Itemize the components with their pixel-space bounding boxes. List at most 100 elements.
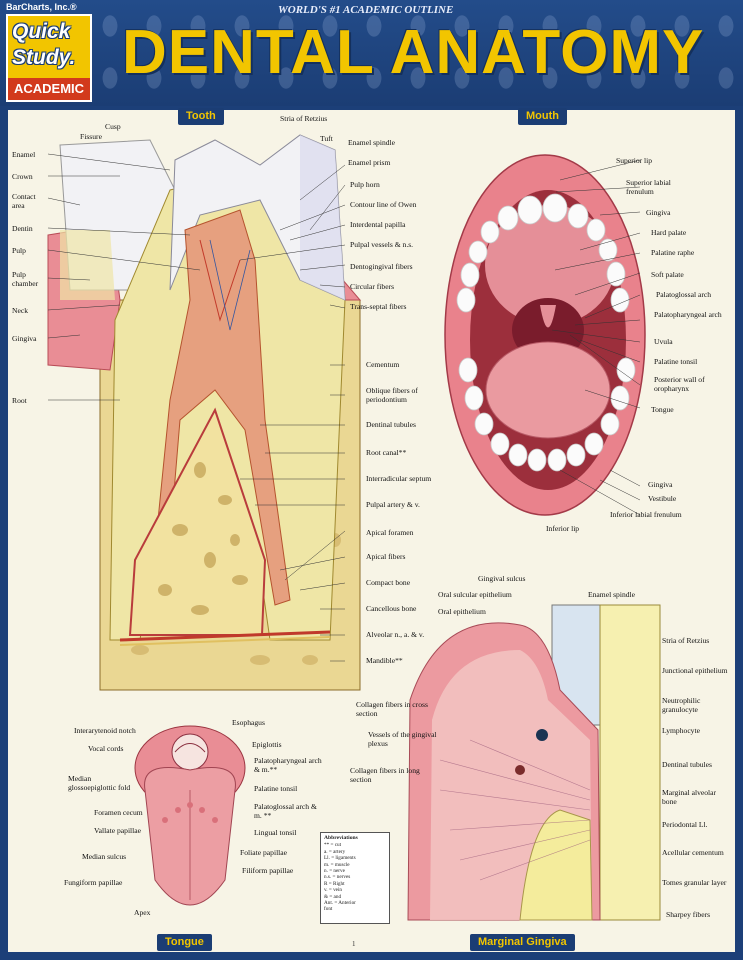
- abbreviation-line: ** = cut: [324, 842, 342, 849]
- dentin-block: [599, 604, 661, 921]
- abbreviation-line: n. = nerve: [324, 868, 345, 875]
- tooth-label-20: Cancellous bone: [366, 604, 417, 613]
- leader-lines: [47, 153, 641, 662]
- tongue-left-label-4: Vallate papillae: [94, 826, 142, 835]
- tongue-left-label-0: Interarytenoid notch: [74, 726, 136, 735]
- quickstudy-logo: Quick Study. ACADEMIC: [6, 14, 92, 102]
- tooth-label-4: Pulp horn: [350, 180, 380, 189]
- mouth-label-14: Inferior labial frenulum: [610, 510, 682, 519]
- abbreviation-line: v. = vein: [324, 887, 343, 894]
- tooth-pattern-background: [0, 0, 743, 106]
- label-cusp: Cusp: [105, 122, 121, 131]
- gingiva-right-label-5: Marginal alveolar bone: [662, 788, 717, 806]
- page-title: DENTAL ANATOMY: [122, 18, 705, 87]
- gingiva-right-label-4: Dentinal tubules: [662, 760, 712, 769]
- tooth-label-15: Interradicular septum: [366, 474, 432, 483]
- label-contact-area: Contact area: [12, 192, 36, 210]
- logo-academic: ACADEMIC: [8, 78, 90, 100]
- alveolar-nerve: [119, 630, 331, 642]
- tooth-label-13: Dentinal tubules: [366, 420, 416, 429]
- tongue-left-label-1: Vocal cords: [88, 744, 124, 753]
- abbreviations-title: Abbreviations: [324, 835, 358, 841]
- tooth-label-14: Root canal**: [366, 448, 407, 457]
- tooth-label-2: Enamel spindle: [348, 138, 396, 147]
- tooth-illustration: [47, 134, 362, 691]
- tab-mouth: Mouth: [518, 108, 567, 125]
- mouth-label-10: Posterior wall of oropharynx: [654, 375, 705, 393]
- tooth-label-3: Enamel prism: [348, 158, 391, 167]
- abbreviation-line: R = Right: [324, 880, 345, 887]
- tooth-label-22: Mandible**: [366, 656, 403, 665]
- header-banner: BarCharts, Inc.® Quick Study. ACADEMIC W…: [0, 0, 743, 106]
- label-dentin: Dentin: [12, 224, 33, 233]
- gingiva-right-label-0: Stria of Retzius: [662, 636, 710, 645]
- tooth-label-6: Interdental papilla: [350, 220, 406, 229]
- gingiva-right-label-8: Tomes granular layer: [662, 878, 727, 887]
- logo-quick: Quick: [12, 20, 71, 43]
- abbreviation-line: Ant. = Anterior: [324, 900, 356, 907]
- tooth-label-21: Alveolar n., a. & v.: [366, 630, 425, 639]
- label-fissure: Fissure: [80, 132, 102, 141]
- label-gingiva: Gingiva: [12, 334, 37, 343]
- tongue-right-label-4: Palatoglossal arch & m. **: [254, 802, 317, 820]
- tooth-label-10: Trans-septal fibers: [350, 302, 407, 311]
- tooth-label-18: Apical fibers: [366, 552, 406, 561]
- tooth-label-5: Contour line of Owen: [350, 200, 417, 209]
- tooth-label-12: Oblique fibers of periodontium: [366, 386, 418, 404]
- gingiva-left-label-1: Vessels of the gingival plexus: [368, 730, 437, 748]
- abbreviation-line: a. = artery: [324, 848, 346, 855]
- tooth-label-16: Pulpal artery & v.: [366, 500, 420, 509]
- mouth-label-6: Palatoglossal arch: [656, 290, 712, 299]
- label-enamel: Enamel: [12, 150, 36, 159]
- mouth-label-0: Superior lip: [616, 156, 653, 165]
- gingiva-illustration: [407, 604, 661, 921]
- gingiva-left-label-2: Collagen fibers in long section: [350, 766, 420, 784]
- tooth-label-11: Cementum: [366, 360, 400, 369]
- mouth-label-12: Gingiva: [648, 480, 673, 489]
- gingiva-right-label-3: Lymphocyte: [662, 726, 700, 735]
- tongue-left-label-5: Median sulcus: [82, 852, 127, 861]
- gingiva-left-label-0: Collagen fibers in cross section: [356, 700, 428, 718]
- label-oral-sulcular-epithelium: Oral sulcular epithelium: [438, 590, 512, 599]
- publisher-name: BarCharts, Inc.®: [6, 2, 77, 12]
- tongue-illustration: [134, 725, 246, 906]
- mouth-label-13: Vestibule: [648, 494, 677, 503]
- mouth-label-7: Palatopharyngeal arch: [654, 310, 722, 319]
- tooth-pulp: [149, 209, 291, 606]
- collagen-fibers: [439, 739, 591, 881]
- mouth-label-9: Palatine tonsil: [654, 357, 698, 366]
- gingiva-right-label-1: Junctional epithelium: [662, 666, 728, 675]
- tab-tongue: Tongue: [157, 934, 212, 951]
- hard-palate: [485, 205, 615, 325]
- mouth-label-1: Superior labial frenulum: [626, 178, 671, 196]
- tongue-right-label-0: Esophagus: [232, 718, 265, 727]
- tongue-left-label-3: Foramen cecum: [94, 808, 143, 817]
- gingiva-right-label-9: Sharpey fibers: [666, 910, 711, 919]
- mouth-label-5: Soft palate: [651, 270, 684, 279]
- label-gingival-sulcus: Gingival sulcus: [478, 574, 526, 583]
- tongue-right-label-7: Filiform papillae: [242, 866, 294, 875]
- tab-marginal-gingiva: Marginal Gingiva: [470, 934, 575, 951]
- abbreviation-line: m. = muscle: [324, 861, 350, 868]
- tongue-right-label-3: Palatine tonsil: [254, 784, 298, 793]
- tongue-left-label-7: Apex: [134, 908, 151, 917]
- tab-tooth: Tooth: [178, 108, 224, 125]
- abbreviation-line: Ll. = ligaments: [324, 855, 356, 862]
- tooth-label-8: Dentogingival fibers: [350, 262, 413, 271]
- tongue-right-label-5: Lingual tonsil: [254, 828, 297, 837]
- abbreviation-line: & = and: [324, 893, 342, 900]
- gingiva-right-label-6: Periodontal Ll.: [662, 820, 708, 829]
- mouth-illustration: [444, 154, 646, 516]
- abbreviation-line: n.s. = nerves: [324, 874, 351, 881]
- tongue-left-label-6: Fungiform papillae: [64, 878, 123, 887]
- label-crown: Crown: [12, 172, 33, 181]
- label-enamel-spindle-g: Enamel spindle: [588, 590, 636, 599]
- label-pulp-chamber: Pulp chamber: [12, 270, 39, 288]
- tooth-label-7: Pulpal vessels & n.s.: [350, 240, 414, 249]
- abbreviation-line: font: [324, 906, 333, 913]
- label-root: Root: [12, 396, 27, 405]
- interradicular-septum: [128, 407, 267, 636]
